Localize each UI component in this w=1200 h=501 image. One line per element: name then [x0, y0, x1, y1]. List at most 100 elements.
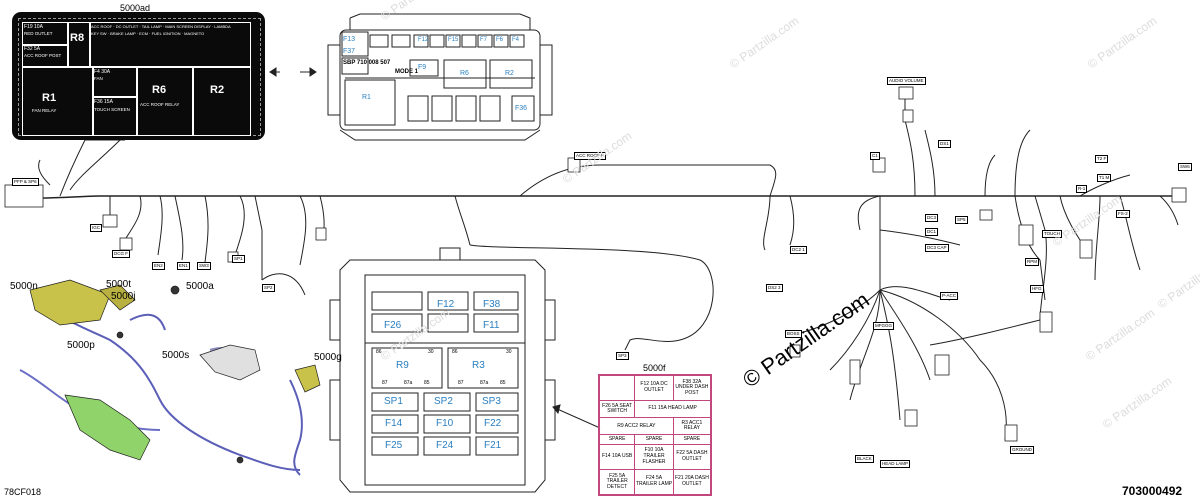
center-fuse-f25: F25 [385, 440, 403, 451]
connector-tag: SW3 [197, 262, 211, 270]
top-fuse-f7: F7 [480, 37, 488, 43]
connector-tag: R-1 [1076, 185, 1088, 193]
connector-tag: T1 M [1097, 174, 1112, 182]
relay-r1-name: FAN RELAY [32, 108, 57, 113]
connector-tag: DC1 [925, 228, 939, 236]
relay-legend-box: F19 10A RED OUTLET F32 5A ACC ROOF POST … [12, 12, 265, 140]
connector-tag: BOSS [785, 330, 802, 338]
top-fusebox-mode: MODE 1 [395, 69, 419, 75]
fuse-table-cell: F24 5A TRAILER LAMP [634, 468, 674, 496]
fuse-table-cell: F12 10A DC OUTLET [634, 374, 674, 402]
center-spare-sp2: SP2 [434, 396, 453, 407]
center-fusebox-outline [329, 247, 556, 493]
callout-5000g: 5000g [314, 352, 342, 363]
callout-5000j: 5000j [111, 291, 136, 302]
connector-tag: DS2 3 [766, 284, 783, 292]
connector-tag: ACC ROOF F [574, 152, 606, 160]
fuse-f32: F32 5A [24, 46, 41, 52]
connector-tag: P-ACC [940, 292, 959, 300]
top-strip-2: KEY SW · BRAKE LAMP · ECM · FUEL IGNITIO… [91, 31, 205, 36]
connector-tag: C1 [870, 152, 880, 160]
fuse-table-cell: F25 5A TRAILER DETECT [598, 468, 636, 496]
top-fuse-f15: F15 [448, 37, 459, 43]
pin-87a-b: 87a [480, 380, 489, 386]
fuse-f32-name: ACC ROOF POST [24, 53, 62, 58]
connector-tag: TOUCH [1042, 230, 1062, 238]
fuse-table-cell: F21 20A DASH OUTLET [672, 468, 712, 496]
connector-tag: IGC [90, 224, 103, 232]
pin-86-a: 86 [376, 349, 382, 355]
top-fusebox-part-code: SBP 710 008 507 [343, 60, 391, 66]
label-5000ad: 5000ad [120, 3, 151, 13]
connector-tag: SP1 [232, 255, 245, 263]
fuse-f19-name: RED OUTLET [24, 31, 53, 36]
top-fuse-f37: F37 [343, 48, 356, 55]
center-relay-r9: R9 [396, 360, 409, 371]
connector-tag: EN2 [152, 262, 165, 270]
top-relay-r1: R1 [362, 94, 371, 101]
relay-r6: R6 [152, 84, 167, 96]
center-spare-sp3: SP3 [482, 396, 501, 407]
connector-tag: BLACK [855, 455, 874, 463]
top-fuse-f9: F9 [418, 64, 427, 71]
pin-87a-a: 87a [404, 380, 413, 386]
center-fuse-f21: F21 [484, 440, 502, 451]
callout-5000s: 5000s [162, 350, 190, 361]
fuse-table-cell: F14 10A USB [598, 443, 636, 470]
callout-5000p: 5000p [67, 340, 95, 351]
fuse-table-cell [598, 374, 636, 402]
center-fuse-f10: F10 [436, 418, 454, 429]
relay-r2: R2 [210, 84, 225, 96]
pin-86-b: 86 [452, 349, 458, 355]
top-fuse-f36: F36 [515, 105, 528, 112]
callout-5000t: 5000t [106, 279, 132, 290]
pin-30-b: 30 [506, 349, 512, 355]
fuse-f36-name: TOUCH SCREEN [94, 107, 130, 112]
pin-30-a: 30 [428, 349, 434, 355]
center-fuse-f11: F11 [483, 320, 500, 331]
top-fuse-f4: F4 [512, 37, 520, 43]
top-fuse-f13: F13 [343, 36, 356, 43]
callout-5000n: 5000n [10, 281, 38, 292]
callout-5000a: 5000a [186, 281, 214, 292]
fuse-table-cell: R9 ACC2 RELAY [599, 417, 674, 436]
connector-tag: RPM [1025, 258, 1039, 266]
harness-parts [29, 279, 321, 464]
fuse-table-cell: F11 15A HEAD LAMP [634, 400, 711, 419]
relay-r8: R8 [70, 32, 85, 44]
connector-tag: MFGGG [873, 322, 894, 330]
fuse-table-cell: F26 5A SEAT SWITCH [598, 400, 636, 419]
connector-tag: SP5 [955, 216, 968, 224]
fuse-f4: F4 30A [94, 69, 111, 75]
connector-tag: DS1 [938, 140, 951, 148]
center-spare-sp1: SP1 [384, 396, 403, 407]
fuse-legend-table: F12 10A DC OUTLET F38 32A UNDER DASH POS… [598, 374, 712, 496]
connector-tag: T2 F [1095, 155, 1109, 163]
center-fuse-f12: F12 [437, 299, 455, 310]
fuse-table-cell: F38 32A UNDER DASH POST [672, 374, 712, 402]
pin-85-a: 85 [424, 380, 430, 386]
fuse-f36: F36 15A [94, 99, 113, 105]
center-fuse-f26: F26 [384, 320, 402, 331]
fuse-table-cell: R3 ACC1 RELAY [672, 417, 712, 436]
diagram-number: 703000492 [1122, 484, 1183, 498]
center-fuse-f38: F38 [483, 299, 501, 310]
relay-r6-name: ACC ROOF RELAY [140, 102, 180, 107]
connector-tag: SP3 [616, 352, 629, 360]
connector-tag: GROUND [1010, 446, 1034, 454]
vehicle-harness-illustration [19, 299, 303, 476]
connector-tag: SP2 [262, 284, 275, 292]
center-fuse-f22: F22 [484, 418, 502, 429]
top-relay-r2: R2 [505, 70, 514, 77]
pin-87-b: 87 [458, 380, 464, 386]
fuse-f4-name: FAN [94, 76, 103, 81]
fuse-table-cell: SPARE [672, 434, 712, 445]
connector-tag: SW6 [1178, 163, 1192, 171]
center-fuse-f24: F24 [436, 440, 454, 451]
pin-87-a: 87 [382, 380, 388, 386]
diagram-code: 78CF018 [4, 487, 42, 497]
top-relay-r6: R6 [460, 70, 469, 77]
connector-tag: AUDIO VOLUME [887, 77, 926, 85]
